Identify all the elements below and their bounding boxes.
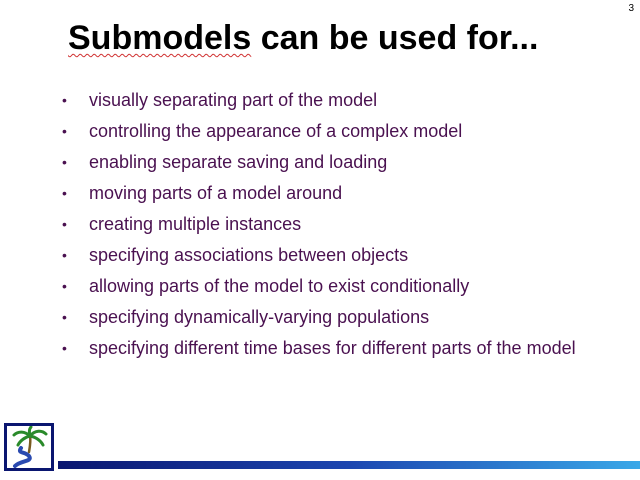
- bullet-icon: •: [62, 247, 67, 263]
- bullet-icon: •: [62, 92, 67, 108]
- list-item: • specifying associations between objects: [62, 243, 622, 268]
- bullet-icon: •: [62, 340, 67, 356]
- list-item: • visually separating part of the model: [62, 88, 622, 113]
- bullet-icon: •: [62, 278, 67, 294]
- bullet-icon: •: [62, 216, 67, 232]
- palm-tree-svg: [12, 426, 48, 468]
- bullet-text: enabling separate saving and loading: [89, 152, 388, 172]
- bullet-text: specifying different time bases for diff…: [89, 338, 576, 358]
- bullet-icon: •: [62, 154, 67, 170]
- list-item: • allowing parts of the model to exist co…: [62, 274, 622, 299]
- page-number: 3: [628, 3, 634, 14]
- bullet-icon: •: [62, 309, 67, 325]
- list-item: • enabling separate saving and loading: [62, 150, 622, 175]
- title-underlined-word: Submodels: [68, 19, 252, 57]
- bullet-text: specifying dynamically-varying populatio…: [89, 307, 430, 327]
- title-rest: can be used for...: [251, 19, 539, 57]
- bullet-icon: •: [62, 123, 67, 139]
- bullet-text: controlling the appearance of a complex …: [89, 121, 463, 141]
- list-item: • specifying different time bases for dif…: [62, 336, 622, 361]
- bullet-list: • visually separating part of the model •…: [62, 88, 622, 367]
- bullet-icon: •: [62, 185, 67, 201]
- bullet-text: visually separating part of the model: [89, 90, 378, 110]
- slide-title: Submodels can be used for...: [68, 19, 538, 58]
- bullet-text: allowing parts of the model to exist con…: [89, 276, 470, 296]
- list-item: • specifying dynamically-varying populati…: [62, 305, 622, 330]
- bullet-text: creating multiple instances: [89, 214, 302, 234]
- bullet-text: specifying associations between objects: [89, 245, 409, 265]
- list-item: • moving parts of a model around: [62, 181, 622, 206]
- footer-bar: [58, 461, 640, 469]
- bullet-text: moving parts of a model around: [89, 183, 343, 203]
- palm-tree-logo-icon: [4, 423, 54, 471]
- list-item: • controlling the appearance of a complex…: [62, 119, 622, 144]
- list-item: • creating multiple instances: [62, 212, 622, 237]
